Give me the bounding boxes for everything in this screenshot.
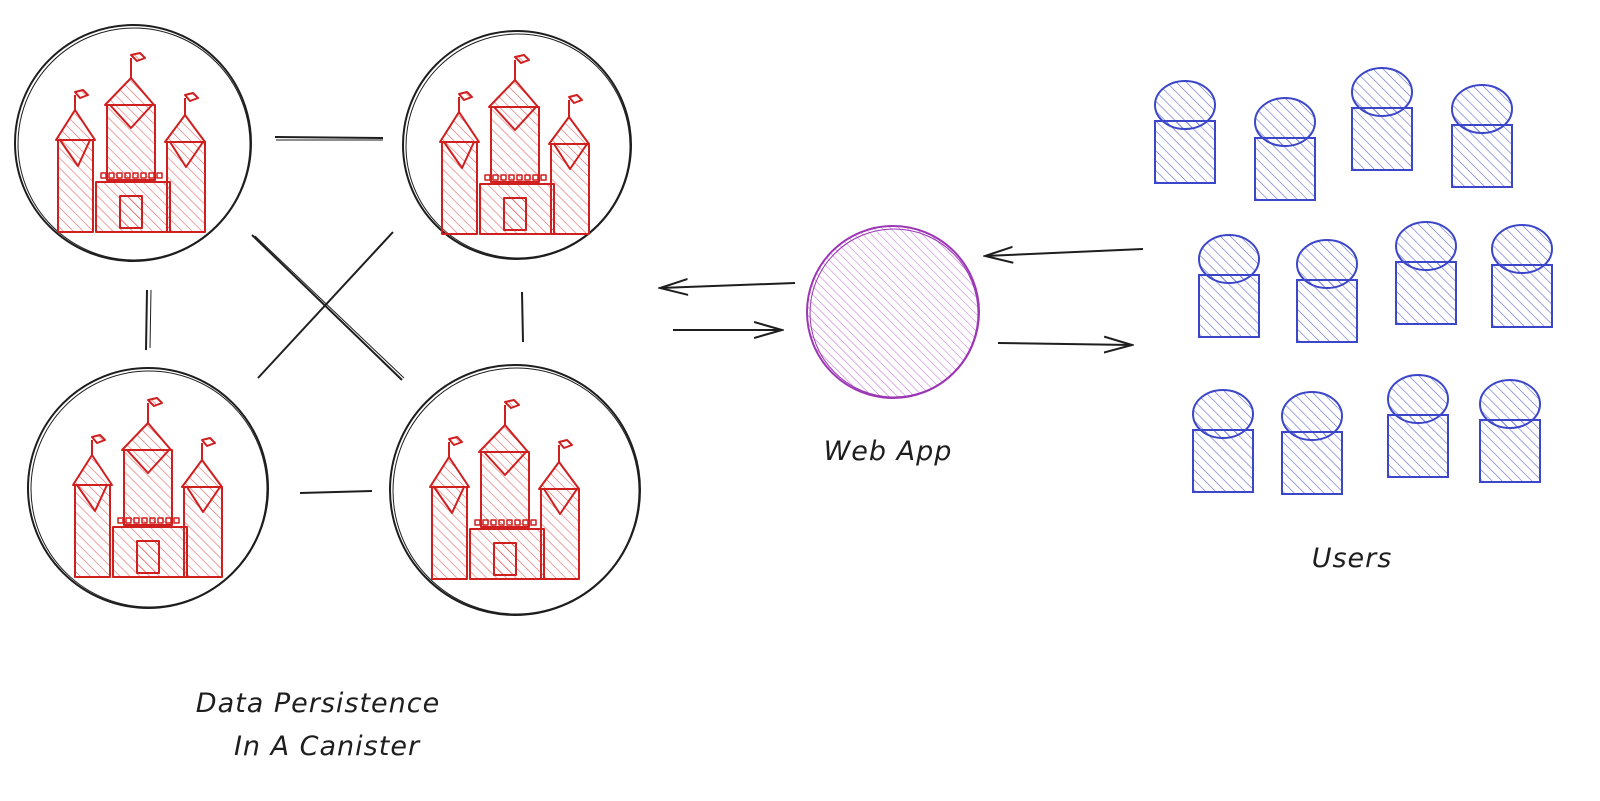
user-icon	[1296, 239, 1358, 343]
users-group	[1154, 67, 1553, 495]
web-app-node	[806, 225, 980, 399]
canister-node-1	[14, 24, 252, 262]
arrow-icon	[660, 283, 796, 288]
arrow-icon	[997, 343, 1132, 345]
user-icon	[1351, 67, 1413, 171]
canister-node-3	[27, 367, 269, 609]
castle-icon	[429, 399, 580, 580]
user-icon	[1479, 379, 1541, 483]
data-persistence-label-line1: Data Persistence	[195, 688, 441, 719]
user-icon	[1451, 84, 1513, 188]
web-app-label: Web App	[823, 436, 953, 467]
castle-icon	[55, 52, 206, 233]
canister-connections	[145, 136, 524, 494]
canister-node-2	[402, 30, 632, 260]
user-icon	[1387, 374, 1449, 478]
data-persistence-label-line2: In A Canister	[233, 731, 421, 762]
user-icon	[1192, 389, 1254, 493]
castle-icon	[439, 54, 590, 235]
canister-node-4	[389, 364, 641, 616]
castle-icon	[72, 397, 223, 578]
user-icon	[1491, 224, 1553, 328]
user-icon	[1281, 391, 1343, 495]
users-label: Users	[1311, 543, 1393, 574]
user-icon	[1154, 80, 1216, 184]
arrow-icon	[985, 249, 1144, 256]
user-icon	[1254, 97, 1316, 201]
user-icon	[1198, 234, 1260, 338]
user-icon	[1395, 221, 1457, 325]
